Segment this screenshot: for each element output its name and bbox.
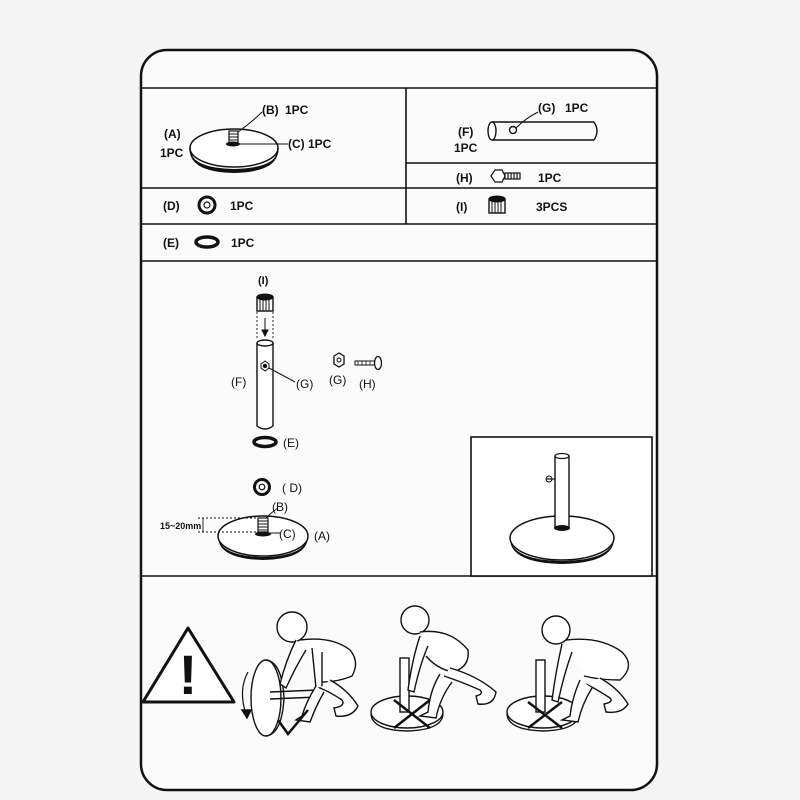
- part-i-qty: 3PCS: [536, 200, 567, 214]
- part-g-qty: 1PC: [565, 101, 589, 115]
- part-d-qty: 1PC: [230, 199, 254, 213]
- assembly-c-label: (C): [279, 527, 296, 541]
- down-arrow-icon: [261, 318, 269, 338]
- part-c-qty: 1PC: [308, 137, 332, 151]
- assembly-a-label: (A): [314, 529, 330, 543]
- measurement-bracket: [198, 517, 256, 533]
- assembly-g-label: (G): [296, 377, 313, 391]
- assembly-exploded-view: (F) (G) (I) (G) (H) (E) ( D): [160, 275, 383, 560]
- part-f-tube-icon: [487, 111, 598, 141]
- part-b-qty: 1PC: [285, 103, 309, 117]
- measurement-label: 15~20mm: [160, 521, 201, 531]
- assembly-d-label: ( D): [282, 481, 302, 495]
- assembly-guide-lines: [256, 312, 274, 338]
- part-c-label: (C): [288, 137, 305, 151]
- part-e-label: (E): [163, 236, 179, 250]
- part-h-bolt-icon: [490, 169, 521, 183]
- assembly-washer-icon: [253, 478, 271, 496]
- part-a-qty: 1PC: [160, 146, 184, 160]
- part-g-label: (G): [538, 101, 555, 115]
- part-f-qty: 1PC: [454, 141, 478, 155]
- part-a-base-icon: [189, 111, 288, 173]
- assembly-tube-icon: [256, 339, 296, 430]
- assembly-ring-icon: [252, 435, 278, 449]
- part-i-label: (I): [456, 200, 467, 214]
- warning-symbol: !: [179, 643, 198, 706]
- assembly-bolt-icon: [354, 355, 383, 371]
- correct-lifting-figure: [240, 611, 359, 737]
- part-e-ring-icon: [194, 235, 220, 249]
- outer-frame: [139, 48, 659, 792]
- part-h-qty: 1PC: [538, 171, 562, 185]
- assembly-h-label: (H): [359, 377, 376, 391]
- finished-product-panel: [470, 436, 653, 577]
- assembly-cap-icon: [256, 293, 274, 312]
- part-a-label: (A): [164, 127, 181, 141]
- part-d-label: (D): [163, 199, 180, 213]
- assembly-nut-icon: [333, 352, 345, 368]
- part-d-washer-icon: [197, 195, 217, 215]
- assembly-i-label: (I): [258, 275, 269, 287]
- assembly-base-icon: [217, 507, 309, 560]
- part-i-cap-icon: [488, 195, 506, 214]
- assembly-f-label: (F): [231, 375, 246, 389]
- part-b-label: (B): [262, 103, 279, 117]
- incorrect-lifting-figure-1: [370, 605, 497, 732]
- part-f-label: (F): [458, 125, 473, 139]
- warning-triangle-icon: [141, 626, 236, 704]
- part-h-label: (H): [456, 171, 473, 185]
- incorrect-lifting-figure-2: [506, 615, 630, 732]
- assembly-g2-label: (G): [329, 373, 346, 387]
- assembly-e-label: (E): [283, 436, 299, 450]
- part-e-qty: 1PC: [231, 236, 255, 250]
- assembly-b-label: (B): [272, 500, 288, 514]
